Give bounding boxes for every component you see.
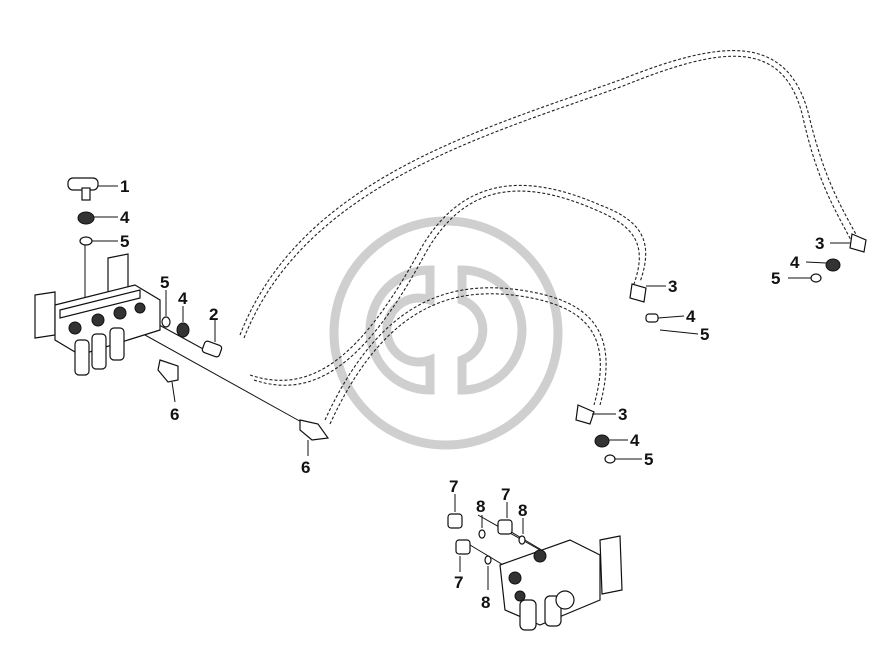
o-ring-8-b (518, 518, 526, 545)
tee-fitting-1 (67, 177, 118, 201)
o-ring-5-mid (659, 329, 699, 335)
o-ring-8-a (478, 515, 486, 539)
callout-4: 4 (178, 289, 188, 308)
callout-4: 4 (120, 208, 130, 227)
fitting-7-c (455, 539, 471, 572)
callout-4: 4 (686, 307, 696, 326)
o-ring-5-valve (161, 290, 171, 328)
fitting-7-b (497, 502, 513, 535)
nut-4-top (77, 211, 118, 225)
o-ring-5-top (79, 236, 118, 246)
elbow-3-mid (629, 283, 666, 303)
callout-2: 2 (209, 305, 218, 324)
callout-5: 5 (160, 273, 169, 292)
nut-4-valve (176, 306, 190, 338)
elbow-6-valve (157, 359, 179, 403)
nut-4-mid (645, 313, 685, 323)
fitting-7-a (447, 494, 463, 529)
o-ring-5-right (788, 273, 822, 283)
o-ring-5-lower (604, 454, 642, 464)
adapter-2 (201, 320, 223, 358)
elbow-3-right (830, 233, 867, 253)
callout-3: 3 (815, 234, 824, 253)
callout-3: 3 (668, 277, 677, 296)
bottom-valve-assembly (499, 535, 623, 631)
callout-5: 5 (700, 325, 709, 344)
callout-8: 8 (481, 593, 490, 612)
callout-7: 7 (501, 485, 510, 504)
callout-4: 4 (630, 431, 640, 450)
elbow-3-lower (575, 404, 616, 425)
o-ring-8-c (484, 555, 492, 590)
callout-labels: 1 4 5 5 4 2 6 6 3 4 5 3 4 5 3 4 5 7 8 7 … (120, 177, 824, 612)
callout-7: 7 (454, 573, 463, 592)
callout-5: 5 (771, 269, 780, 288)
brand-logo-watermark (329, 216, 563, 450)
callout-3: 3 (618, 405, 627, 424)
callout-1: 1 (120, 177, 129, 196)
elbow-6-center (299, 419, 330, 456)
callout-6: 6 (170, 405, 179, 424)
left-valve-assembly (34, 253, 161, 376)
callout-5: 5 (644, 450, 653, 469)
callout-8: 8 (476, 497, 485, 516)
hose-lines (239, 50, 859, 425)
nut-4-lower (594, 434, 628, 448)
callout-4: 4 (790, 253, 800, 272)
callout-7: 7 (449, 477, 458, 496)
callout-5: 5 (120, 232, 129, 251)
nut-4-right (805, 258, 841, 272)
callout-8: 8 (518, 501, 527, 520)
callout-6: 6 (301, 458, 310, 477)
